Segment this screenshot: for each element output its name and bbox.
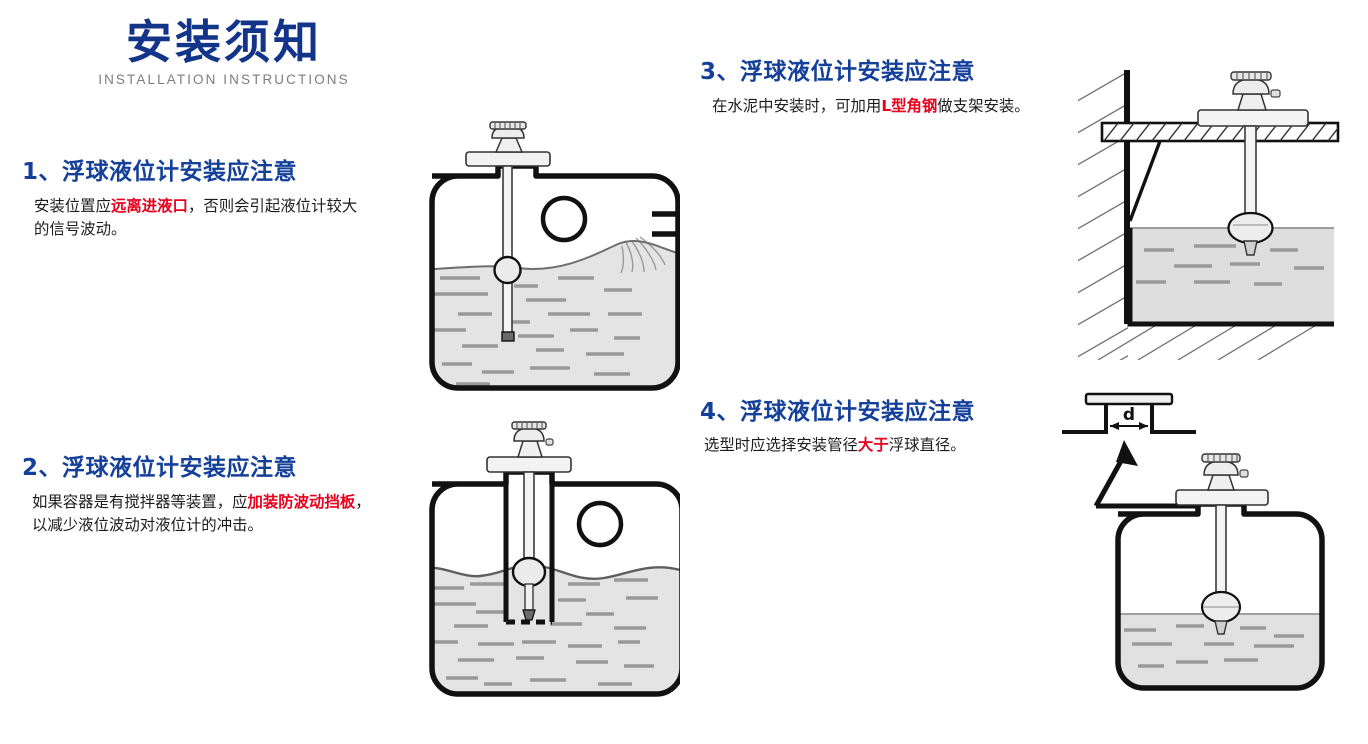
liquid-dashes [1124,624,1304,668]
gauge-cap-ribs [494,123,521,128]
section-2-body: 如果容器是有搅拌器等装置，应加装防波动挡板，以减少液位波动对液位计的冲击。 [32,491,372,538]
mounting-flange [1197,109,1309,127]
page-header: 安装须知 INSTALLATION INSTRUCTIONS [74,15,374,88]
section-1-text-a: 安装位置应 [34,197,111,215]
manhole-circle [576,500,624,548]
gauge-cap [489,121,527,130]
section-3-text-b: 做支架安装。 [937,97,1030,115]
figure-tank-with-stilling-well [418,412,680,712]
section-2-heading: 2、浮球液位计安装应注意 [22,448,374,482]
level-gauge [465,121,551,342]
section-1-heading: 1、浮球液位计安装应注意 [22,152,372,186]
nozzle-detail-callout: d [1062,392,1196,434]
l-angle-beam-hatching [1103,123,1338,141]
section-3-body: 在水泥中安装时，可加用L型角钢做支架安装。 [712,95,1034,118]
floor-hatching [1097,323,1319,360]
figure-wall-bracket-mount [1078,38,1368,360]
gauge-housing-body [513,427,545,442]
page-title: 安装须知 [126,15,322,69]
liquid-dashes [1136,244,1324,286]
gauge-housing-neck [1236,93,1268,111]
section-1: 1、浮球液位计安装应注意 安装位置应远离进液口，否则会引起液位计较大的信号波动。 [22,152,372,242]
gauge-rod [502,165,513,339]
section-2-text-a: 如果容器是有搅拌器等装置，应 [32,493,248,511]
figure-nozzle-diameter-detail: d [1028,378,1330,710]
stilling-well-baffle [503,472,555,625]
stop-collar [1243,240,1258,256]
section-3-text-a: 在水泥中安装时，可加用 [712,97,882,115]
liquid-dashes [432,578,658,686]
stop-collar [501,331,515,342]
section-2-text-b: ，以减少液位波动对液位计的冲击。 [32,493,371,535]
section-4-heading: 4、浮球液位计安装应注意 [700,392,1060,426]
section-1-text-b: ，否则会引起液位计较大的信号波动。 [34,197,358,239]
gauge-cap [1201,453,1241,463]
section-1-heading-text: 浮球液位计安装应注意 [62,159,298,185]
section-4-heading-text: 浮球液位计安装应注意 [740,399,976,425]
section-4: 4、浮球液位计安装应注意 选型时应选择安装管径大于浮球直径。 [700,392,1060,457]
gauge-rod [1215,504,1227,596]
section-4-text-b: 浮球直径。 [888,436,966,454]
section-3: 3、浮球液位计安装应注意 在水泥中安装时，可加用L型角钢做支架安装。 [700,52,1050,118]
section-4-number: 4、 [700,399,741,425]
level-gauge [486,421,572,621]
detail-nozzle-left-wall [1062,404,1108,434]
tank-outline [429,469,680,697]
detail-flange-plate [1084,392,1174,406]
lower-rod [524,583,534,611]
mounting-flange [486,456,572,473]
liquid-body [432,236,678,388]
section-2-highlight: 加装防波动挡板 [247,493,356,511]
level-gauge [1197,71,1309,256]
section-4-text-a: 选型时应选择安装管径 [704,436,858,454]
gauge-cap-ribs [516,423,543,428]
section-4-highlight: 大于 [857,436,889,454]
gauge-cap-ribs [1236,73,1268,79]
arrow-head [1116,440,1138,466]
stop-collar [1214,620,1228,635]
gauge-housing-body [1203,460,1239,476]
float-ball [1227,211,1274,245]
section-2-heading-text: 浮球液位计安装应注意 [62,455,298,481]
gauge-housing-neck [494,137,524,153]
section-1-highlight: 远离进液口 [110,197,188,215]
section-2: 2、浮球液位计安装应注意 如果容器是有搅拌器等装置，应加装防波动挡板，以减少液位… [22,448,374,538]
manhole-circle [540,195,588,243]
cable-gland [1270,89,1281,98]
dimension-arrow-d [1110,422,1148,430]
section-3-number: 3、 [700,59,741,85]
nozzle-diameter-label: d [1123,405,1135,425]
section-3-heading-text: 浮球液位计安装应注意 [740,59,976,85]
gauge-housing-neck [1206,474,1236,491]
float-ball [493,255,522,285]
detail-nozzle-right-wall [1150,404,1196,434]
gauge-housing-neck [516,440,544,458]
basin-outline [1127,228,1334,327]
cable-gland [545,438,554,446]
figure-tank-with-inlet-splash [418,118,680,400]
float-ball [511,556,547,588]
inlet-nozzle [652,211,680,237]
section-4-body: 选型时应选择安装管径大于浮球直径。 [704,434,1054,457]
gauge-housing-body [1232,78,1270,95]
diagonal-brace [1128,140,1162,222]
liquid-body [1127,227,1334,327]
section-2-number: 2、 [22,455,63,481]
section-3-highlight: L型角钢 [881,97,938,115]
liquid-body [432,564,680,694]
page-subtitle: INSTALLATION INSTRUCTIONS [98,72,350,88]
mounting-flange [1175,489,1269,506]
section-1-body: 安装位置应远离进液口，否则会引起液位计较大的信号波动。 [34,195,364,242]
level-gauge [1175,453,1269,635]
stop-collar [522,609,536,621]
callout-leader-arrow [1093,440,1200,509]
section-1-number: 1、 [22,159,63,185]
tank-outline [1115,501,1325,691]
section-3-heading: 3、浮球液位计安装应注意 [700,52,1050,86]
tank-outline [429,163,680,391]
mounting-flange [465,151,551,167]
gauge-cap-ribs [1207,455,1238,461]
gauge-rod [1244,125,1257,219]
cable-gland [1239,469,1249,478]
